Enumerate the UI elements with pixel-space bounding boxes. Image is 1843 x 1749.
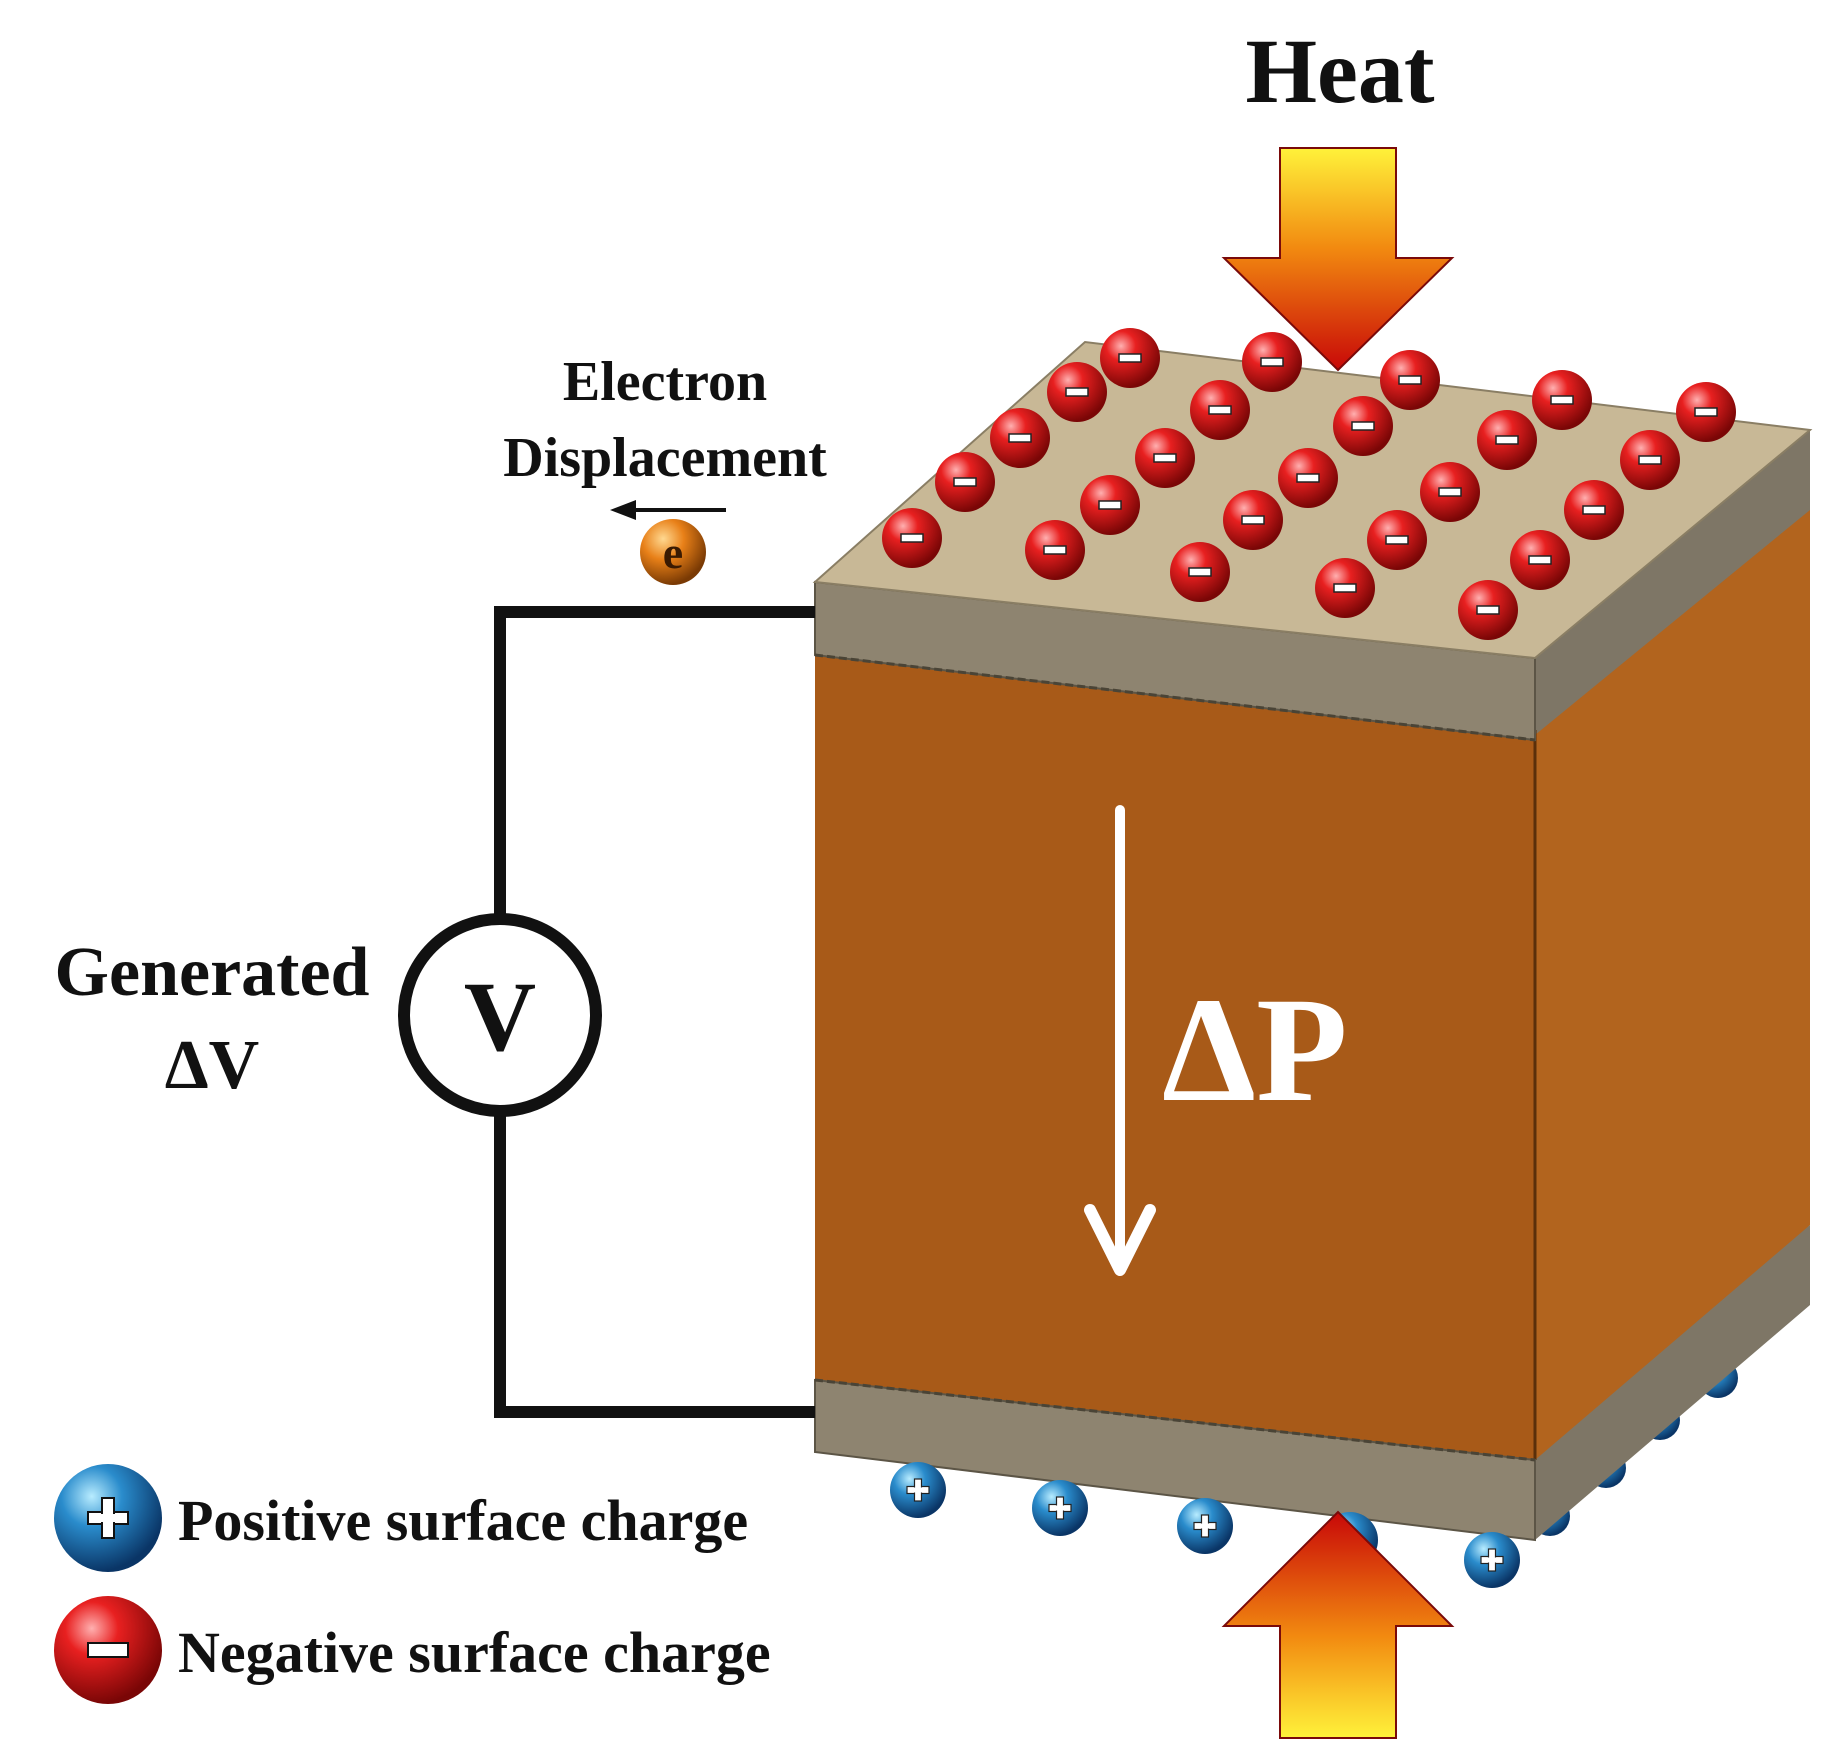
heat-arrow-down — [1221, 147, 1455, 372]
right-bottom-electrode — [1535, 1225, 1810, 1540]
legend: Positive surface charge Negative surface… — [54, 1464, 771, 1704]
circuit-wire — [494, 606, 815, 1418]
heat-label: Heat — [1245, 20, 1434, 122]
legend-negative-label: Negative surface charge — [178, 1620, 771, 1685]
legend-negative-icon — [54, 1596, 162, 1704]
legend-positive-label: Positive surface charge — [178, 1488, 748, 1553]
right-top-electrode — [1535, 430, 1810, 735]
electron-direction-arrow — [610, 500, 726, 520]
voltmeter — [398, 913, 602, 1117]
legend-positive-icon — [54, 1464, 162, 1572]
electron-label-line1: Electron — [563, 351, 767, 413]
block-right-face — [1535, 430, 1810, 1525]
polarization-label: ΔP — [1162, 967, 1348, 1133]
pyroelectric-body — [815, 652, 1535, 1460]
electron-symbol: e — [663, 527, 683, 578]
polarization-arrow — [1084, 805, 1156, 1276]
electron-label-line2: Displacement — [503, 427, 827, 489]
electron-icon — [640, 519, 706, 585]
negative-surface-charges — [882, 328, 1736, 640]
generated-label-line2: ΔV — [165, 1027, 259, 1104]
heat-arrow-up — [1221, 1510, 1455, 1739]
voltmeter-symbol: V — [464, 961, 536, 1072]
generated-label-line1: Generated — [55, 934, 370, 1011]
